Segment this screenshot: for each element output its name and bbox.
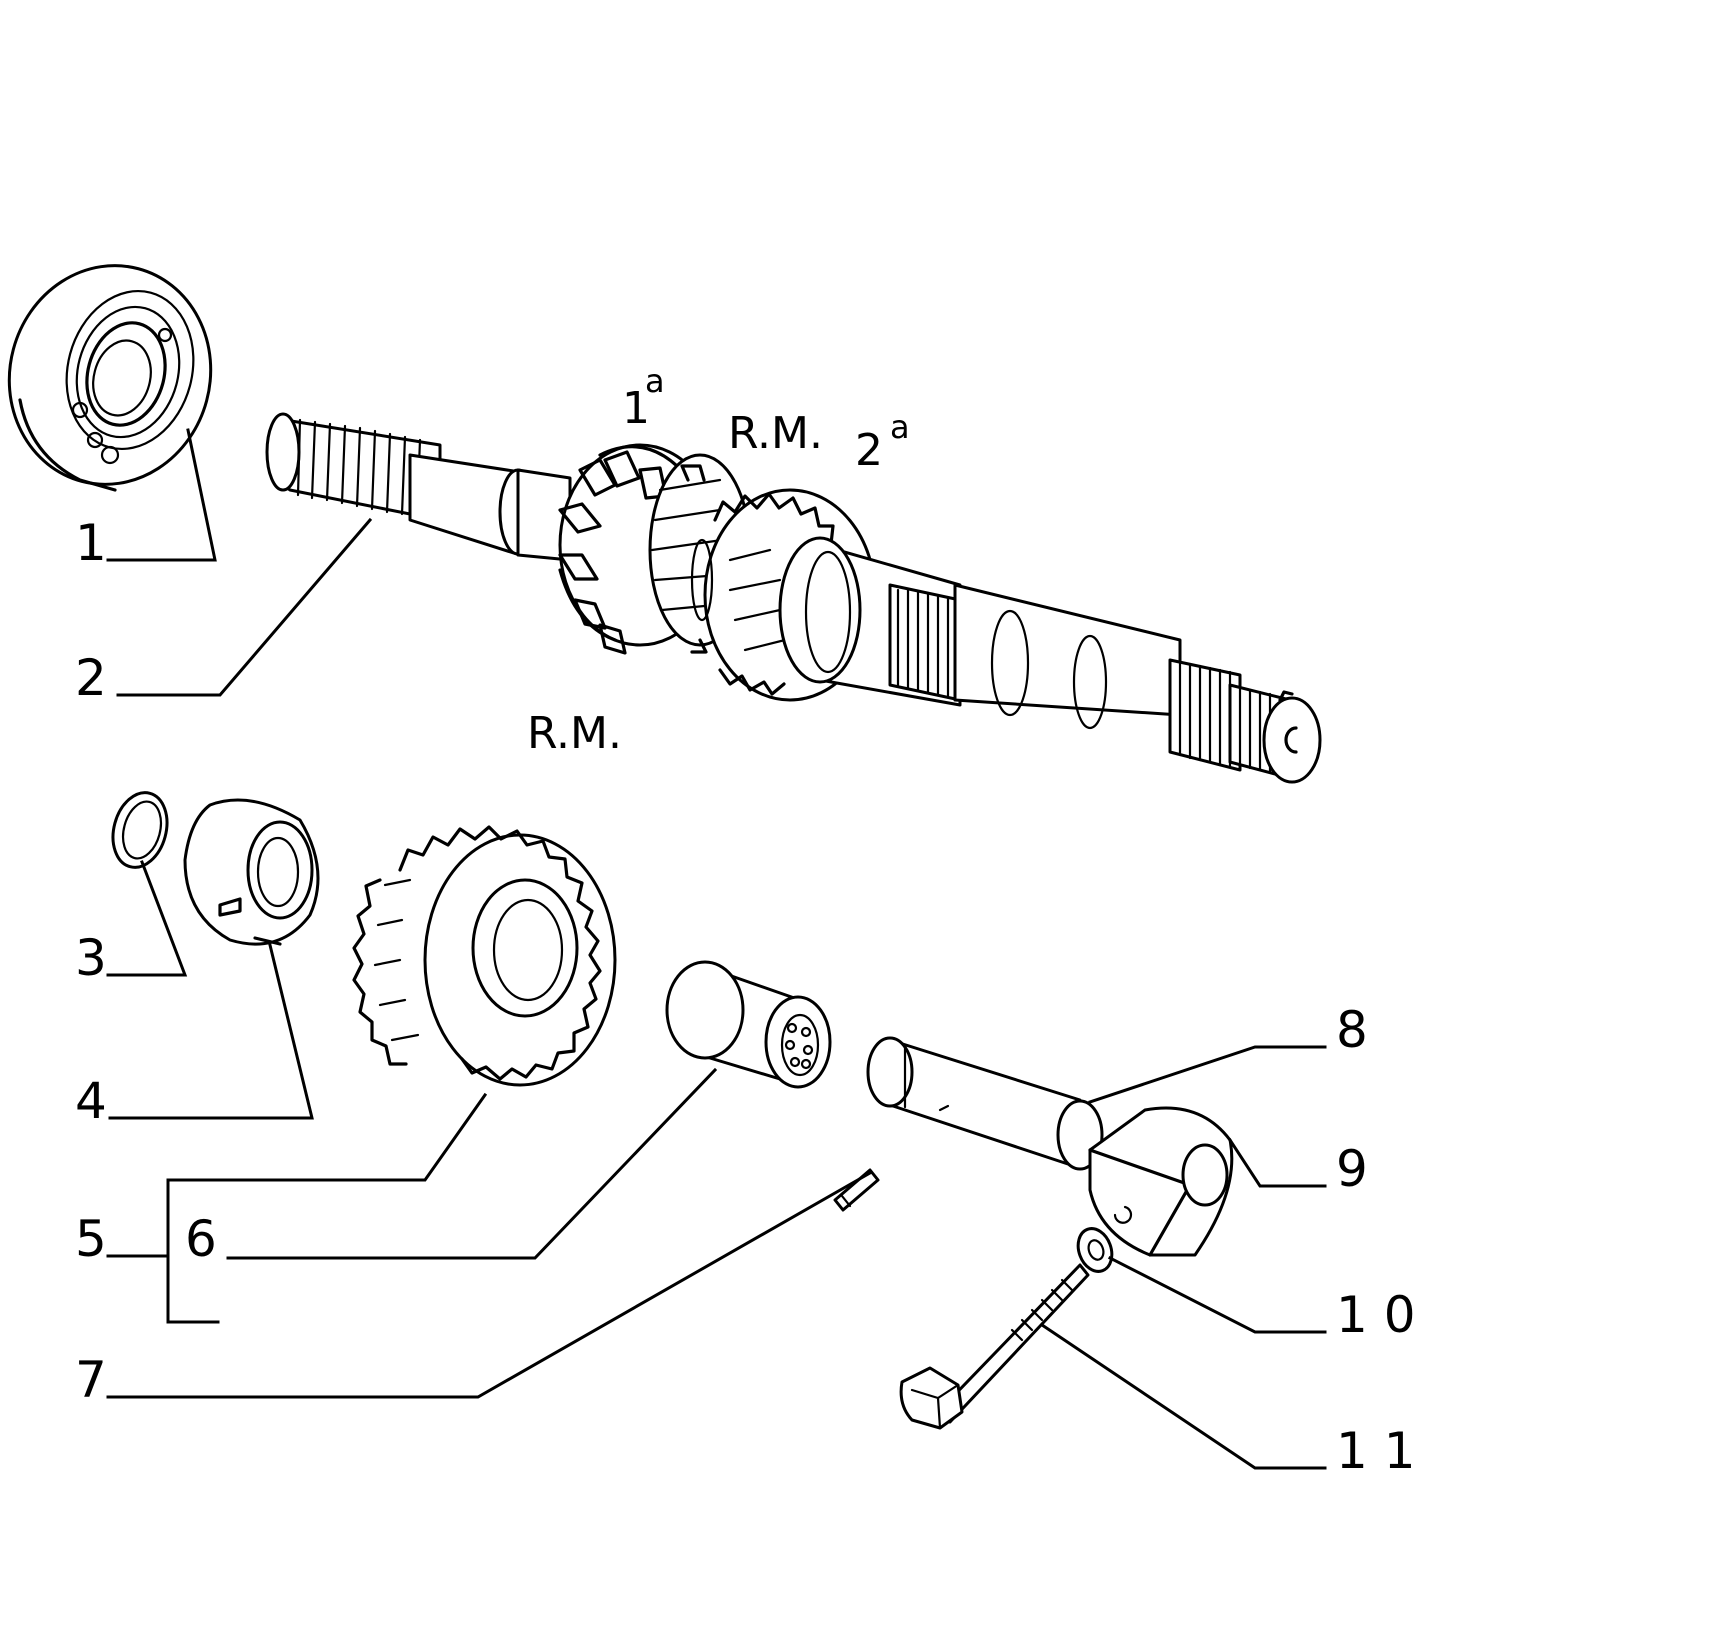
callout-11: 1 1 — [1336, 1422, 1416, 1480]
bolt-part-11 — [899, 1263, 1090, 1430]
support-bracket-part-9 — [1088, 1106, 1234, 1257]
callout-7: 7 — [75, 1351, 107, 1409]
reverse-shaft-part-8 — [866, 1036, 1104, 1171]
synchro-hub-part-4 — [183, 798, 320, 946]
gear-labels: 1 a R.M. 2 a R.M. — [527, 362, 910, 759]
leader-lines — [106, 428, 1327, 1470]
second-gear-label: 2 — [855, 425, 883, 476]
callout-labels: 1 2 3 4 5 6 7 8 9 1 0 1 1 — [75, 514, 1416, 1480]
callout-5: 5 — [75, 1210, 107, 1268]
callout-8: 8 — [1336, 1001, 1368, 1059]
washer-part-10 — [1076, 1227, 1114, 1273]
main-shaft-part-2 — [265, 412, 1322, 784]
bushing-part-6 — [665, 960, 832, 1089]
reverse-idler-gear-part-5 — [352, 825, 617, 1087]
callout-2: 2 — [75, 649, 107, 707]
reverse-label-top: R.M. — [728, 408, 823, 459]
callout-9: 9 — [1336, 1140, 1368, 1198]
reverse-label-bottom: R.M. — [527, 708, 622, 759]
callout-6: 6 — [185, 1210, 217, 1268]
callout-1: 1 — [75, 514, 107, 572]
ball-bearing-part-1 — [7, 264, 213, 492]
thin-ring-part-3 — [111, 791, 169, 869]
first-gear-label-sup: a — [645, 362, 665, 400]
callout-3: 3 — [75, 929, 107, 987]
first-gear-label: 1 — [622, 383, 650, 434]
callout-10: 1 0 — [1336, 1286, 1416, 1344]
second-gear-label-sup: a — [890, 408, 910, 446]
callout-4: 4 — [75, 1072, 107, 1130]
